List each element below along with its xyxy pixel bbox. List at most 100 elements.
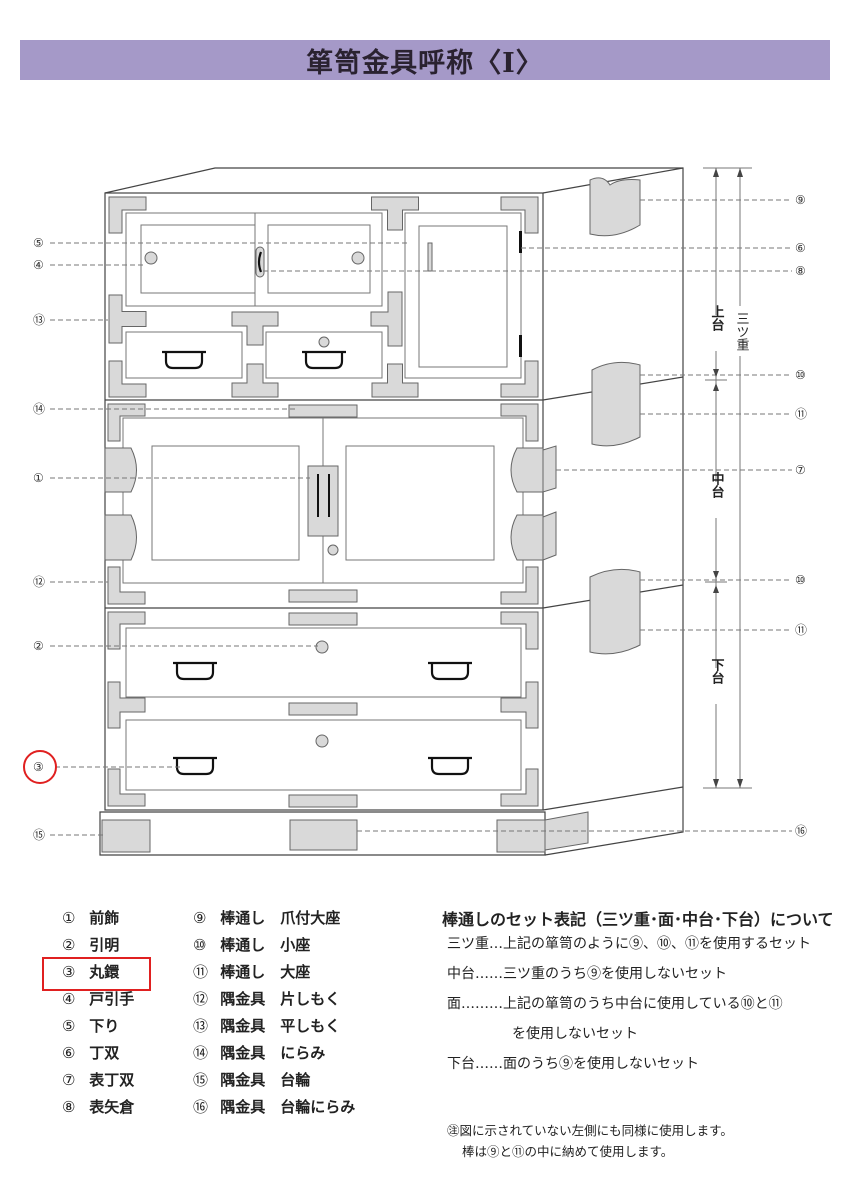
notes-heading: 棒通しのセット表記（三ツ重･面･中台･下台）について bbox=[442, 910, 834, 929]
drawer-ring-handle bbox=[428, 756, 472, 776]
callout: ⑬ bbox=[33, 313, 45, 327]
callout: ⑨ bbox=[795, 193, 806, 207]
callout: ⑪ bbox=[795, 407, 807, 421]
dimension-lines: 上台 中台 下台 三ツ重 bbox=[703, 167, 752, 789]
corner-bracket bbox=[107, 768, 146, 807]
corner-bracket bbox=[108, 360, 147, 398]
callout: ⑩ bbox=[795, 573, 806, 587]
callouts-right: ⑨ ⑥ ⑧ ⑩ ⑪ ⑦ ⑩ ⑪ ⑯ bbox=[795, 193, 807, 838]
callout: ⑧ bbox=[795, 264, 806, 278]
legend-item: ⑫ 隅金具 片しもく bbox=[193, 990, 341, 1008]
corner-bracket bbox=[500, 611, 539, 650]
legend-item: ⑦ 表丁双 bbox=[62, 1071, 135, 1089]
hinge-icon bbox=[519, 231, 522, 253]
legend-item: ⑯ 隅金具 台輪にらみ bbox=[193, 1098, 356, 1116]
highlight-circle bbox=[23, 750, 57, 784]
corner-bracket bbox=[500, 360, 539, 398]
door-latch bbox=[427, 242, 433, 272]
callout: ⑯ bbox=[795, 824, 807, 838]
footnote: 棒は⑨と⑪の中に納めて使用します。 bbox=[462, 1144, 674, 1159]
legend-item: ⑩ 棒通し 小座 bbox=[193, 936, 311, 954]
drawer-ring-handle bbox=[173, 661, 217, 681]
callout: ④ bbox=[33, 258, 44, 272]
corner-bracket bbox=[107, 566, 146, 605]
drawer-knob bbox=[315, 734, 329, 748]
legend-item: ⑥ 丁双 bbox=[62, 1044, 120, 1062]
corner-fittings bbox=[107, 196, 539, 807]
footnote: ㊟図に示されていない左側にも同様に使用します。 bbox=[447, 1123, 733, 1138]
tansu-diagram: ⑤ ④ ⑬ ⑭ ① ⑫ ② ③ ⑮ ⑨ ⑥ ⑧ ⑩ ⑪ ⑦ ⑩ ⑪ ⑯ bbox=[23, 167, 807, 856]
drawer-knob bbox=[315, 640, 329, 654]
callout: ⑮ bbox=[33, 828, 45, 842]
note-line: を使用しないセット bbox=[512, 1026, 638, 1042]
legend-item: ⑮ 隅金具 台輪 bbox=[193, 1071, 311, 1089]
legend-item: ⑧ 表矢倉 bbox=[62, 1098, 135, 1116]
callout: ⑦ bbox=[795, 463, 806, 477]
corner-bracket bbox=[107, 403, 146, 442]
base bbox=[101, 811, 589, 853]
note-line: 下台……面のうち⑨を使用しないセット bbox=[447, 1056, 699, 1072]
note-line: 中台……三ツ重のうち⑨を使用しないセット bbox=[447, 966, 727, 982]
sliding-door-frame bbox=[125, 212, 383, 307]
note-line: 面………上記の箪笥のうち中台に使用している⑩と⑪ bbox=[447, 996, 783, 1012]
t-bracket bbox=[231, 363, 279, 398]
dim-label-middle: 中台 bbox=[709, 471, 725, 499]
outer-hinge bbox=[542, 445, 557, 493]
page-title: 箪笥金具呼称〈I〉 bbox=[306, 47, 544, 79]
side-fitting bbox=[104, 447, 137, 493]
corner-bracket bbox=[500, 566, 539, 605]
hinge-icon bbox=[519, 335, 522, 357]
side-t-bracket bbox=[108, 294, 147, 344]
hinged-door-panel bbox=[418, 225, 508, 368]
legend-item: ⑭ 隅金具 にらみ bbox=[193, 1044, 326, 1062]
side-t-bracket bbox=[107, 681, 146, 729]
upper-section bbox=[125, 212, 522, 379]
side-bar-fittings bbox=[589, 177, 641, 655]
bar-fitting-large-clawed bbox=[589, 177, 641, 237]
dim-label-upper: 上台 bbox=[709, 305, 725, 332]
corner-bracket bbox=[500, 196, 539, 234]
callout: ⑫ bbox=[33, 575, 45, 589]
cabinet-outline bbox=[99, 167, 684, 856]
title-bar: 箪笥金具呼称〈I〉 bbox=[20, 40, 830, 80]
leader-lines bbox=[50, 199, 792, 836]
legend-item: ② 引明 bbox=[62, 936, 120, 954]
highlight-box bbox=[42, 957, 151, 991]
callout: ① bbox=[33, 471, 44, 485]
drawer-ring-handle bbox=[173, 756, 217, 776]
side-fitting bbox=[104, 514, 137, 561]
corner-bracket bbox=[107, 611, 146, 650]
bar-fitting bbox=[589, 568, 641, 655]
corner-bracket bbox=[500, 403, 539, 442]
legend-item: ⑨ 棒通し 爪付大座 bbox=[193, 909, 341, 927]
legend-item-highlighted: ③ 丸鐶 bbox=[62, 963, 120, 981]
callout: ⑤ bbox=[33, 236, 44, 250]
door-panel-left bbox=[151, 445, 300, 561]
small-drawer-left bbox=[125, 331, 243, 379]
side-t-bracket bbox=[500, 681, 539, 729]
door-pull-knob bbox=[351, 251, 365, 265]
callout-highlighted: ③ bbox=[33, 760, 44, 774]
drawer-ring-handle bbox=[302, 350, 346, 370]
drawer bbox=[125, 719, 522, 791]
drawer bbox=[125, 627, 522, 698]
corner-bracket bbox=[108, 196, 147, 234]
outer-hinge bbox=[542, 511, 557, 561]
door-knob bbox=[327, 544, 339, 556]
drawer-handles bbox=[162, 350, 472, 776]
callout: ② bbox=[33, 639, 44, 653]
legend-item: ⑬ 隅金具 平しもく bbox=[193, 1017, 341, 1035]
middle-section bbox=[104, 404, 557, 603]
corner-bracket bbox=[500, 768, 539, 807]
bar-fitting bbox=[591, 361, 641, 447]
side-fitting bbox=[510, 514, 544, 561]
hinged-door-frame bbox=[404, 212, 522, 379]
side-fitting bbox=[510, 447, 544, 493]
callouts-left: ⑤ ④ ⑬ ⑭ ① ⑫ ② ③ ⑮ bbox=[23, 236, 57, 842]
drawer-ring-handle bbox=[162, 350, 206, 370]
dim-label-full: 三ツ重 bbox=[734, 312, 750, 351]
door-pull-knob bbox=[144, 251, 158, 265]
legend-item: ① 前飾 bbox=[62, 909, 120, 927]
dim-label-lower: 下台 bbox=[709, 658, 725, 685]
